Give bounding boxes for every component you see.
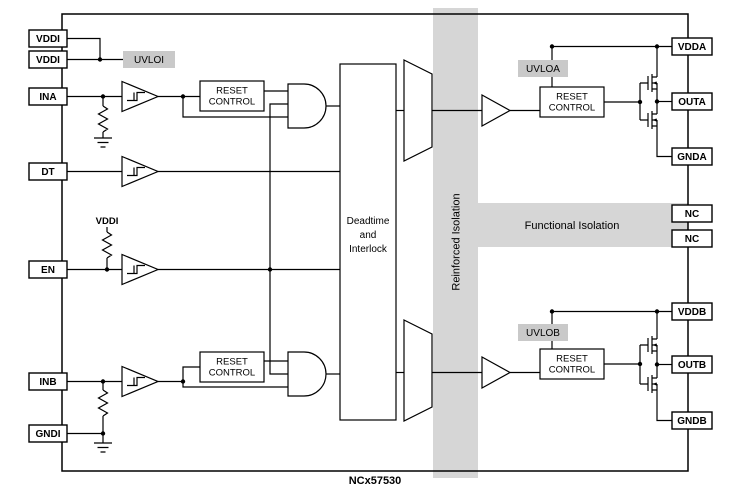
isolation-tx-a bbox=[403, 59, 433, 162]
hysteresis-icon bbox=[127, 91, 145, 102]
svg-text:NC: NC bbox=[685, 209, 699, 220]
svg-text:OUTA: OUTA bbox=[678, 97, 706, 108]
pin-vddb: VDDB bbox=[671, 302, 713, 321]
pin-ina: INA bbox=[28, 87, 68, 106]
reset-label: RESET bbox=[216, 357, 248, 368]
functional-isolation-band bbox=[478, 203, 688, 247]
mosfet-a-low bbox=[639, 102, 658, 138]
uvlob-label: UVLOB bbox=[518, 324, 568, 341]
svg-text:UVLOA: UVLOA bbox=[526, 64, 560, 75]
control-label: CONTROL bbox=[549, 365, 595, 376]
and-gate-b bbox=[287, 351, 327, 397]
ground-symbol-ina bbox=[94, 137, 112, 148]
pin-nc-2: NC bbox=[671, 229, 713, 248]
left-pins: VDDI VDDI INA DT EN INB GNDI bbox=[28, 29, 68, 443]
right-pins: VDDA OUTA GNDA NC NC VDDB OUTB GNDB bbox=[671, 37, 713, 430]
pin-gndb: GNDB bbox=[671, 411, 713, 430]
pin-dt: DT bbox=[28, 162, 68, 181]
pin-outb: OUTB bbox=[671, 355, 713, 374]
schmitt-buffer-en bbox=[121, 253, 160, 286]
mosfet-b-low bbox=[639, 366, 658, 402]
deadtime-line1: Deadtime bbox=[347, 216, 390, 227]
pin-nc-1: NC bbox=[671, 204, 713, 223]
mosfet-a-high bbox=[639, 65, 658, 101]
svg-text:EN: EN bbox=[41, 265, 55, 276]
svg-text:DT: DT bbox=[41, 167, 54, 178]
pin-en: EN bbox=[28, 260, 68, 279]
isolation-rx-b bbox=[481, 355, 512, 390]
svg-text:VDDA: VDDA bbox=[678, 42, 706, 53]
enable-bus bbox=[269, 103, 288, 375]
wires-isolation-crossing bbox=[396, 109, 540, 374]
pin-vddi-2: VDDI bbox=[28, 50, 68, 69]
hysteresis-icon bbox=[127, 376, 145, 387]
schmitt-buffer-ina bbox=[121, 80, 160, 113]
isolation-rx-a bbox=[481, 93, 512, 128]
reset-control-block-outb: RESET CONTROL bbox=[539, 348, 605, 380]
deadtime-line2: and bbox=[360, 230, 377, 241]
deadtime-line3: Interlock bbox=[349, 244, 388, 255]
wires-vddi-rails bbox=[67, 37, 123, 61]
uvloa-label: UVLOA bbox=[518, 60, 568, 77]
wires-en bbox=[67, 103, 340, 375]
inb-pulldown-resistor bbox=[97, 389, 109, 417]
reinforced-isolation-label: Reinforced Isolation bbox=[451, 193, 463, 290]
deadtime-interlock-block: Deadtime and Interlock bbox=[339, 63, 397, 421]
hysteresis-icon bbox=[127, 264, 145, 275]
reset-label: RESET bbox=[556, 92, 588, 103]
reset-label: RESET bbox=[556, 354, 588, 365]
control-label: CONTROL bbox=[549, 103, 595, 114]
pin-outa: OUTA bbox=[671, 92, 713, 111]
isolation-tx-b bbox=[403, 319, 433, 422]
pin-gndi: GNDI bbox=[28, 424, 68, 443]
wires-channel-b-output bbox=[551, 310, 672, 422]
control-label: CONTROL bbox=[209, 97, 255, 108]
vddi-internal-label: VDDI bbox=[96, 216, 119, 227]
wires-channel-ina bbox=[67, 90, 340, 148]
reset-control-block-ina: RESET CONTROL bbox=[199, 80, 265, 112]
svg-text:VDDI: VDDI bbox=[36, 55, 60, 66]
svg-text:INB: INB bbox=[39, 377, 56, 388]
functional-isolation-label: Functional Isolation bbox=[525, 220, 620, 232]
schmitt-buffer-dt bbox=[121, 155, 160, 188]
svg-text:VDDI: VDDI bbox=[36, 34, 60, 45]
svg-text:GNDA: GNDA bbox=[677, 152, 706, 163]
wires-channel-inb bbox=[67, 360, 340, 453]
pin-vdda: VDDA bbox=[671, 37, 713, 56]
pin-inb: INB bbox=[28, 372, 68, 391]
junction-dots bbox=[97, 44, 660, 436]
device-name-label: NCx57530 bbox=[349, 475, 402, 487]
reset-control-block-inb: RESET CONTROL bbox=[199, 351, 265, 383]
svg-text:GNDI: GNDI bbox=[36, 429, 61, 440]
reinforced-isolation-band bbox=[433, 8, 478, 478]
svg-text:INA: INA bbox=[39, 92, 56, 103]
svg-text:NC: NC bbox=[685, 234, 699, 245]
pin-gnda: GNDA bbox=[671, 147, 713, 166]
uvloi-label: UVLOI bbox=[123, 51, 175, 68]
hysteresis-icon bbox=[127, 166, 145, 177]
schmitt-buffer-inb bbox=[121, 365, 160, 398]
svg-text:OUTB: OUTB bbox=[678, 360, 706, 371]
ground-symbol-gndi bbox=[94, 442, 112, 453]
and-gate-a bbox=[287, 83, 327, 129]
pin-vddi-1: VDDI bbox=[28, 29, 68, 48]
svg-text:GNDB: GNDB bbox=[677, 416, 706, 427]
svg-text:UVLOB: UVLOB bbox=[526, 328, 560, 339]
ina-pulldown-resistor bbox=[97, 105, 109, 133]
reset-label: RESET bbox=[216, 86, 248, 97]
svg-text:VDDB: VDDB bbox=[678, 307, 706, 318]
svg-text:UVLOI: UVLOI bbox=[134, 55, 164, 66]
isolation-bands: Reinforced Isolation Functional Isolatio… bbox=[433, 8, 688, 478]
en-pullup-resistor bbox=[101, 231, 113, 259]
control-label: CONTROL bbox=[209, 368, 255, 379]
reset-control-block-outa: RESET CONTROL bbox=[539, 86, 605, 118]
mosfet-b-high bbox=[639, 327, 658, 363]
